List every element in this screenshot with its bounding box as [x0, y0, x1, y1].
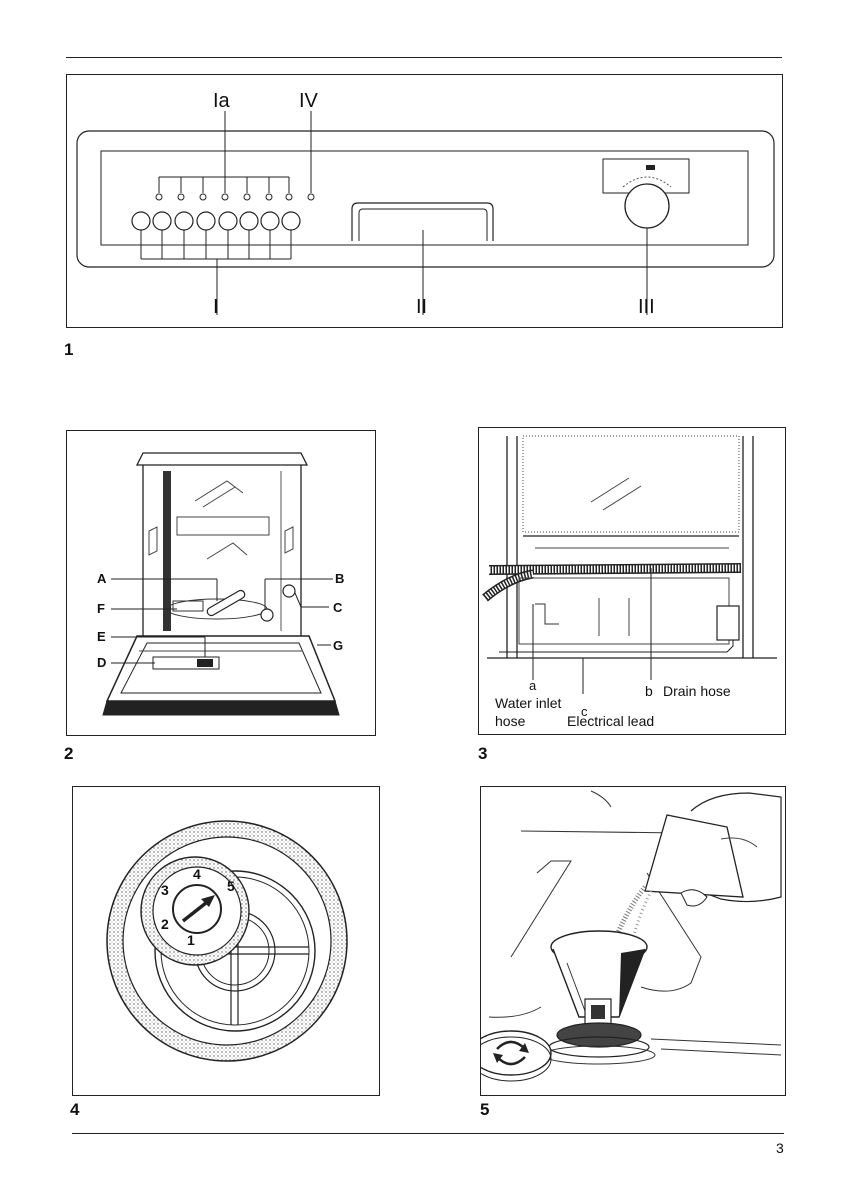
label-ia: Ia: [213, 90, 231, 112]
figure-1-control-panel: Ia IV I II III: [66, 74, 783, 328]
label-c: C: [333, 600, 343, 615]
dial-number-2: 2: [161, 916, 169, 932]
label-e: E: [97, 629, 106, 644]
dial-number-4: 4: [193, 866, 201, 882]
label-a: A: [97, 571, 107, 586]
label-ii: II: [416, 296, 427, 318]
figure-5-number: 5: [480, 1100, 489, 1120]
label-b: B: [335, 571, 344, 586]
figure-5-filling-salt: [480, 786, 786, 1096]
label-iv: IV: [299, 90, 319, 112]
dishwasher-interior-drawing: A B C F E G D: [67, 431, 375, 735]
figure-1-number: 1: [64, 340, 73, 360]
bottom-rule: [72, 1133, 784, 1134]
hose-connection-drawing: a b Drain hose Water inlet c hose Electr…: [479, 428, 785, 734]
dial-number-5: 5: [227, 878, 235, 894]
label-drain-hose: Drain hose: [663, 683, 731, 699]
control-panel-drawing: Ia IV I II III: [67, 75, 782, 327]
label-f: F: [97, 601, 105, 616]
label-a: a: [529, 678, 537, 693]
dial-number-1: 1: [187, 932, 195, 948]
dial-number-3: 3: [161, 882, 169, 898]
salt-filling-drawing: [481, 787, 785, 1095]
label-iii: III: [638, 296, 655, 318]
label-electrical-lead: Electrical lead: [567, 713, 654, 729]
label-b: b: [645, 683, 653, 699]
page-number: 3: [776, 1140, 784, 1156]
softener-dial-drawing: 1 2 3 4 5: [73, 787, 379, 1095]
label-hose: hose: [495, 713, 526, 729]
top-rule: [66, 57, 782, 58]
label-g: G: [333, 638, 343, 653]
figure-2-open-dishwasher: A B C F E G D: [66, 430, 376, 736]
label-i: I: [213, 296, 219, 318]
figure-4-number: 4: [70, 1100, 79, 1120]
label-water-inlet: Water inlet: [495, 695, 562, 711]
figure-4-softener-dial: 1 2 3 4 5: [72, 786, 380, 1096]
figure-3-number: 3: [478, 744, 487, 764]
figure-3-hoses: a b Drain hose Water inlet c hose Electr…: [478, 427, 786, 735]
label-d: D: [97, 655, 106, 670]
figure-2-number: 2: [64, 744, 73, 764]
